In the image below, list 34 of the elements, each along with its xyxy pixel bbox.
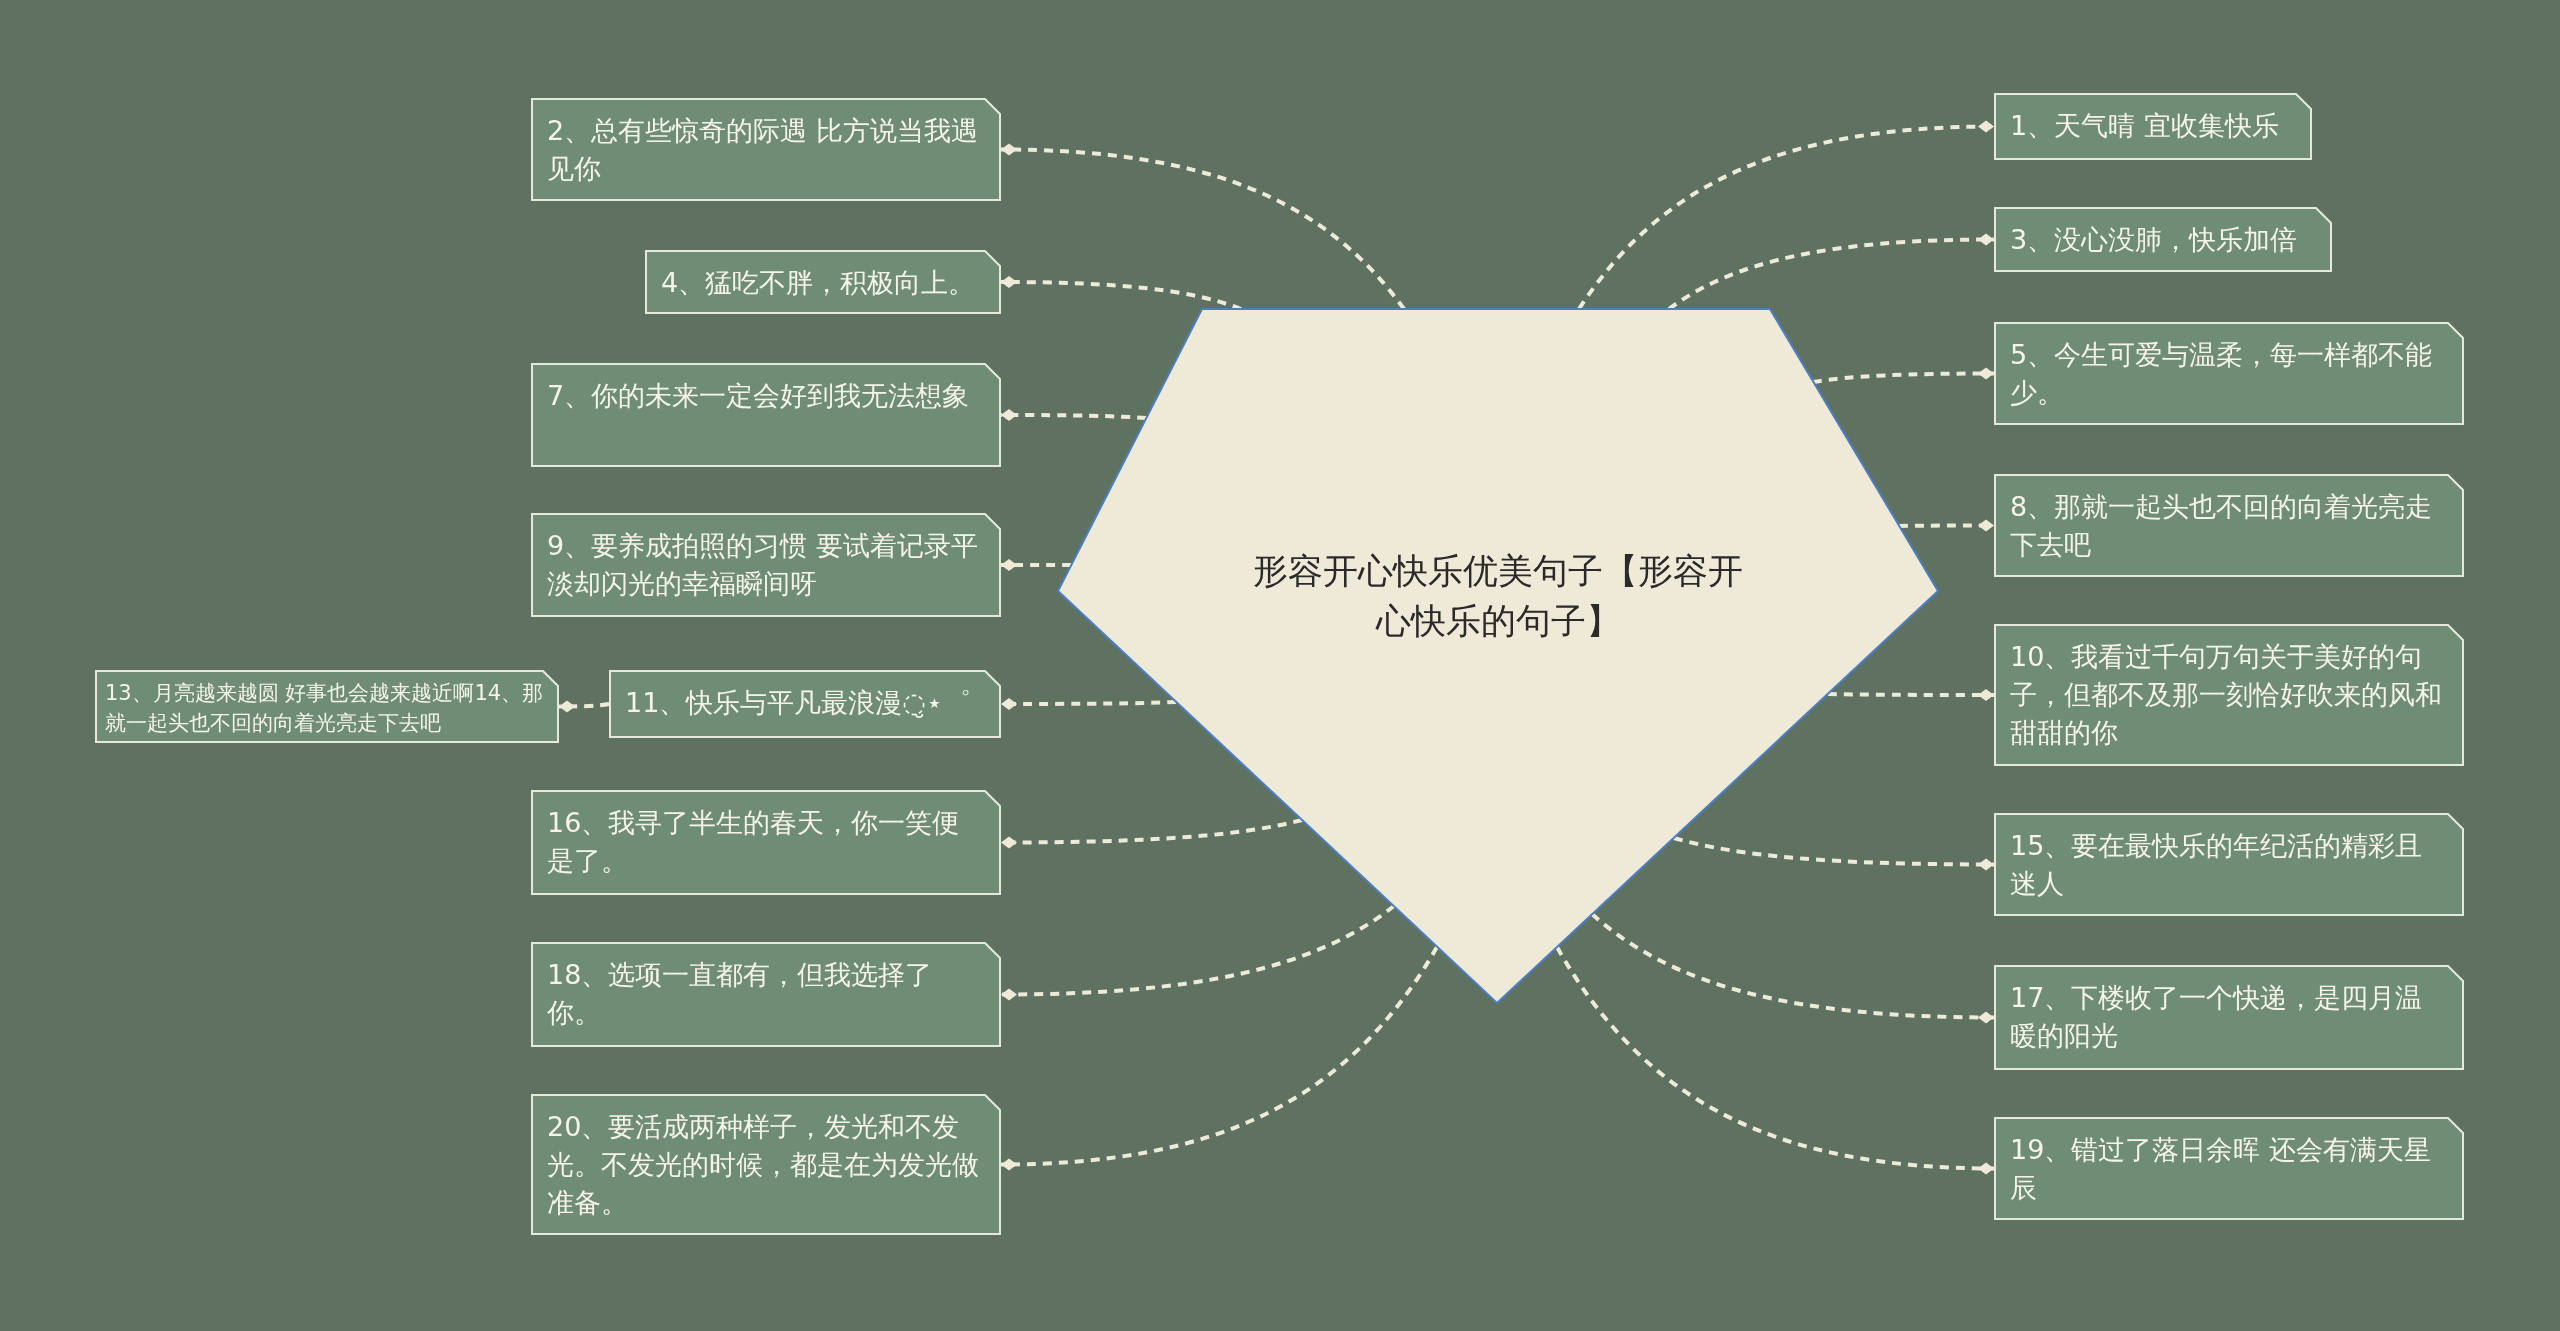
quote-box: 15、要在最快乐的年纪活的精彩且迷人 (1994, 813, 2464, 916)
quote-box: 10、我看过千句万句关于美好的句子，但都不及那一刻恰好吹来的风和甜甜的你 (1994, 624, 2464, 766)
quote-box: 5、今生可爱与温柔，每一样都不能少。 (1994, 322, 2464, 425)
quote-box: 1、天气晴 宜收集快乐 (1994, 93, 2312, 160)
quote-box: 16、我寻了半生的春天，你一笑便是了。 (531, 790, 1001, 895)
connector (1001, 698, 1177, 710)
connector (1827, 689, 1994, 701)
quote-box: 11、快乐与平凡最浪漫◌̮⋆゜ (609, 670, 1001, 738)
connector (1000, 945, 1439, 1171)
connector (559, 700, 610, 713)
connector (1000, 904, 1396, 1001)
connector (1555, 945, 1995, 1175)
quote-box: 18、选项一直都有，但我选择了你。 (531, 942, 1001, 1047)
connector (1577, 120, 1995, 311)
connector (1001, 818, 1303, 849)
quote-box: 13、月亮越来越圆 好事也会越来越近啊14、那就一起头也不回的向着光亮走下去吧 (95, 670, 559, 743)
quote-box: 3、没心没肺，快乐加倍 (1994, 207, 2332, 272)
quote-box: 4、猛吃不胖，积极向上。 (645, 250, 1001, 314)
connector (1898, 519, 1994, 532)
quote-box: 17、下楼收了一个快递，是四月温暖的阳光 (1994, 965, 2464, 1070)
connector (1000, 143, 1406, 311)
gem-shape: 形容开心快乐优美句子【形容开心快乐的句子】 (1058, 309, 1938, 1003)
quote-box: 19、错过了落日余晖 还会有满天星辰 (1994, 1117, 2464, 1220)
quote-box: 20、要活成两种样子，发光和不发光。不发光的时候，都是在为发光做准备。 (531, 1094, 1001, 1235)
quote-box: 7、你的未来一定会好到我无法想象 (531, 363, 1001, 467)
connector (1590, 912, 1995, 1024)
quote-box: 2、总有些惊奇的际遇 比方说当我遇见你 (531, 98, 1001, 201)
connector (1001, 276, 1242, 311)
connector (1001, 559, 1071, 571)
quote-box: 9、要养成拍照的习惯 要试着记录平淡却闪光的幸福瞬间呀 (531, 513, 1001, 617)
connector (1667, 233, 1995, 311)
quote-box: 8、那就一起头也不回的向着光亮走下去吧 (1994, 474, 2464, 577)
connector (1001, 409, 1147, 421)
connector (1673, 836, 1994, 871)
